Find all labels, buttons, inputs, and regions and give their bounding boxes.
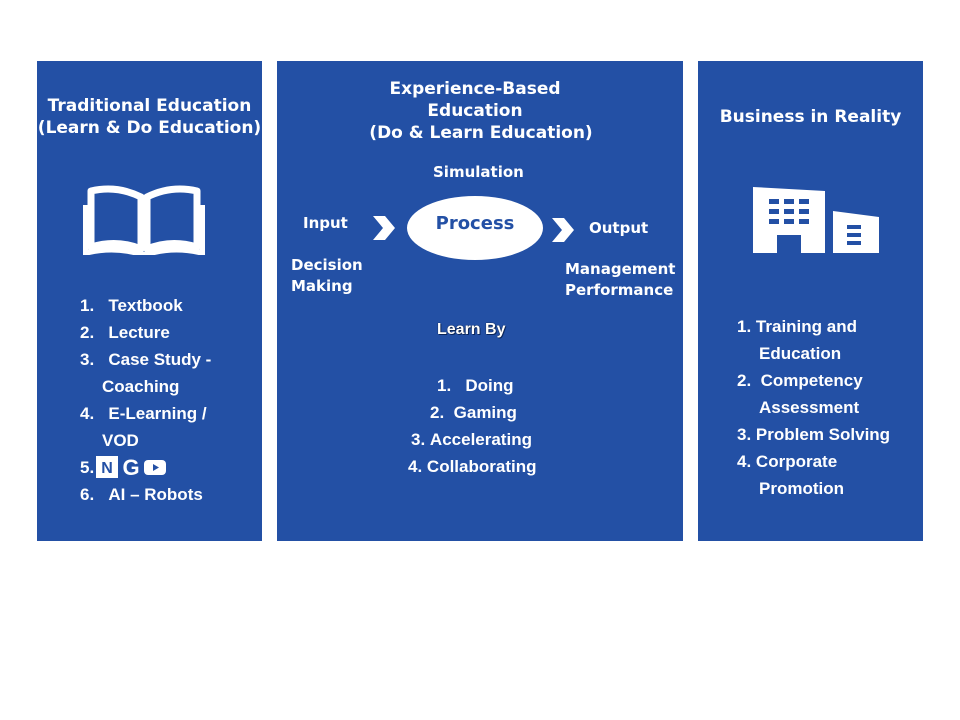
decision-making-label: Decision Making [291,255,363,297]
naver-logo: N [96,456,119,478]
management-line: Performance [565,281,674,299]
traditional-education-title: Traditional Education (Learn & Do Educat… [37,95,262,139]
list-item: 4. Collaborating [408,457,537,476]
list-item: 4. E-Learning /VOD [80,404,207,450]
management-performance-label: Management Performance [565,259,675,301]
process-label: Process [435,213,515,234]
learn-by-list: 1. Doing 2. Gaming 3. Accelerating 4. Co… [408,372,536,480]
google-logo: G [120,455,142,480]
youtube-icon [144,456,167,478]
list-item: 1. Doing [437,376,514,395]
list-item: 3. Problem Solving [737,425,891,444]
decision-line: Making [291,277,353,295]
title-line: (Do & Learn Education) [369,123,593,143]
title-line: (Learn & Do Education) [37,118,262,138]
decision-line: Decision [291,256,363,274]
office-building-icon [753,187,879,253]
traditional-education-panel: Traditional Education (Learn & Do Educat… [37,61,262,541]
output-label: Output [589,219,649,237]
list-item: 2. Lecture [80,323,170,342]
title-line: Experience-Based [389,79,561,99]
simulation-label: Simulation [433,163,524,181]
list-item: 3. Accelerating [411,430,532,449]
open-book-icon [83,185,205,255]
list-item: 2. Gaming [430,403,517,422]
learn-by-heading: Learn By [437,321,506,338]
management-line: Management [565,260,676,278]
list-item: 1. Textbook [80,296,183,315]
business-reality-title: Business in Reality [719,107,902,127]
process-ellipse [407,196,543,260]
list-item: 3. Case Study -Coaching [80,350,212,396]
title-line: Traditional Education [47,96,252,116]
input-label: Input [303,214,348,232]
chevron-right-icon [552,218,574,242]
svg-text:N: N [101,460,113,477]
traditional-list: 1. Textbook 2. Lecture 3. Case Study -Co… [80,292,211,508]
experience-based-panel: Experience-Based Education (Do & Learn E… [277,61,683,541]
list-item: 6. AI – Robots [80,485,203,504]
svg-text:G: G [123,456,140,478]
title-line: Education [427,101,523,121]
experience-based-title: Experience-Based Education (Do & Learn E… [277,78,683,144]
chevron-right-icon [373,216,395,240]
